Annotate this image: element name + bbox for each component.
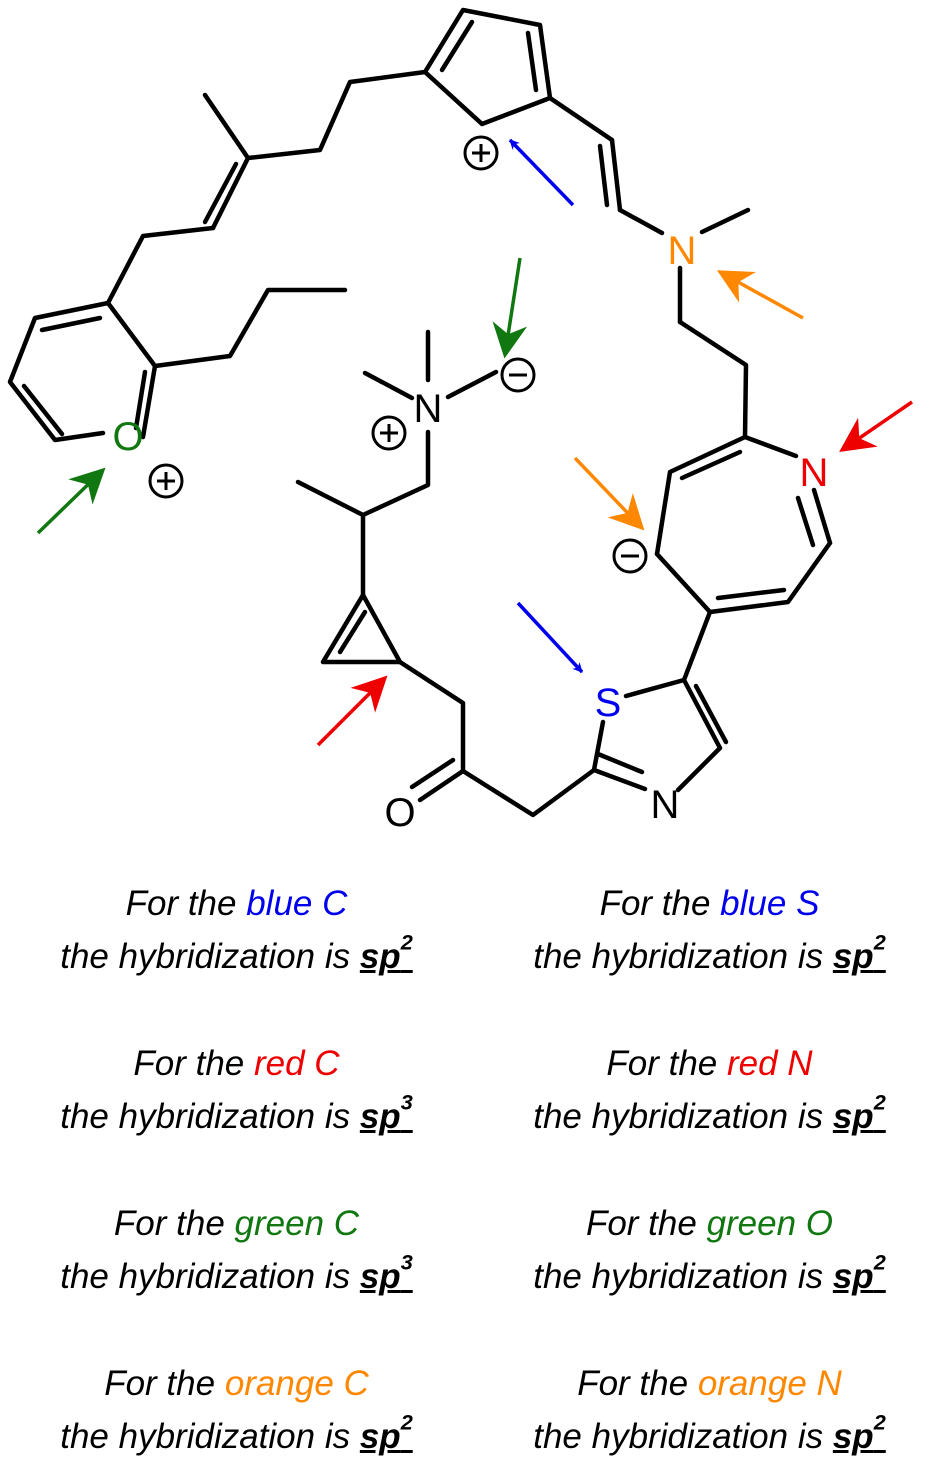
answer-green-c: For the green C the hybridization is sp3: [0, 1197, 473, 1303]
hybridization-value: sp2: [832, 929, 886, 976]
color-word: blue S: [720, 884, 820, 923]
atom-n-ammonium: N: [414, 387, 443, 431]
hybridization-value: sp2: [832, 1249, 886, 1296]
answer-line-2: the hybridization is sp3: [60, 1089, 413, 1136]
arrow-red-c: [316, 675, 388, 747]
charge-plus-pyrylium: [148, 463, 184, 499]
molecule-structure: O N N N S N O: [7, 7, 913, 835]
answers-section: For the blue C the hybridization is sp2 …: [0, 870, 946, 1464]
color-word: green C: [234, 1204, 360, 1243]
answer-red-n: For the red N the hybridization is sp2: [473, 1037, 946, 1143]
hybridization-value: sp2: [359, 929, 413, 976]
atom-o-ketone: O: [384, 791, 415, 835]
atom-s-thiazole: S: [595, 681, 622, 725]
bonds: [7, 7, 833, 818]
answer-green-o: For the green O the hybridization is sp2: [473, 1197, 946, 1303]
answer-line-1: For the red C: [133, 1044, 340, 1083]
answer-line-2: the hybridization is sp2: [533, 1249, 886, 1296]
charge-minus-ylide: [500, 357, 536, 393]
answer-orange-n: For the orange N the hybridization is sp…: [473, 1357, 946, 1463]
answer-line-1: For the blue C: [125, 884, 348, 923]
arrow-orange-c: [573, 456, 645, 531]
arrow-red-n: [839, 400, 913, 452]
hybridization-value: sp3: [359, 1249, 413, 1296]
arrow-blue-s: [516, 601, 584, 674]
charge-plus-cyclopentadienyl: [463, 135, 499, 171]
answer-blue-c: For the blue C the hybridization is sp2: [0, 877, 473, 983]
color-word: green O: [706, 1204, 834, 1243]
answer-line-1: For the orange C: [104, 1364, 369, 1403]
hybridization-value: sp2: [832, 1409, 886, 1456]
atom-n-enamine: N: [668, 229, 697, 273]
hybridization-value: sp2: [832, 1089, 886, 1136]
arrow-green-c: [492, 257, 528, 359]
answer-line-2: the hybridization is sp2: [60, 1409, 413, 1456]
answer-red-c: For the red C the hybridization is sp3: [0, 1037, 473, 1143]
atom-o-pyrylium: O: [112, 415, 143, 459]
answer-orange-c: For the orange C the hybridization is sp…: [0, 1357, 473, 1463]
color-word: blue C: [246, 884, 348, 923]
hybridization-value: sp2: [359, 1409, 413, 1456]
arrow-green-o: [36, 467, 106, 535]
atom-n-azepine: N: [800, 451, 829, 495]
answer-line-2: the hybridization is sp2: [60, 929, 413, 976]
answer-line-1: For the blue S: [599, 884, 820, 923]
answer-line-1: For the green O: [585, 1204, 834, 1243]
color-word: red C: [254, 1044, 340, 1083]
answer-line-1: For the green C: [113, 1204, 360, 1243]
charge-minus-azepine: [612, 538, 648, 574]
answer-line-2: the hybridization is sp2: [533, 929, 886, 976]
answer-line-1: For the red N: [606, 1044, 813, 1083]
arrow-orange-n: [716, 270, 804, 320]
answer-line-1: For the orange N: [577, 1364, 842, 1403]
color-word: orange N: [697, 1364, 842, 1403]
answer-blue-s: For the blue S the hybridization is sp2: [473, 877, 946, 983]
hybridization-value: sp3: [359, 1089, 413, 1136]
color-word: orange C: [224, 1364, 369, 1403]
answer-line-2: the hybridization is sp3: [60, 1249, 413, 1296]
color-word: red N: [727, 1044, 813, 1083]
charge-plus-ammonium: [371, 415, 407, 451]
answer-line-2: the hybridization is sp2: [533, 1409, 886, 1456]
arrow-blue-c: [508, 138, 575, 207]
atom-n-thiazole: N: [651, 783, 680, 827]
answer-line-2: the hybridization is sp2: [533, 1089, 886, 1136]
